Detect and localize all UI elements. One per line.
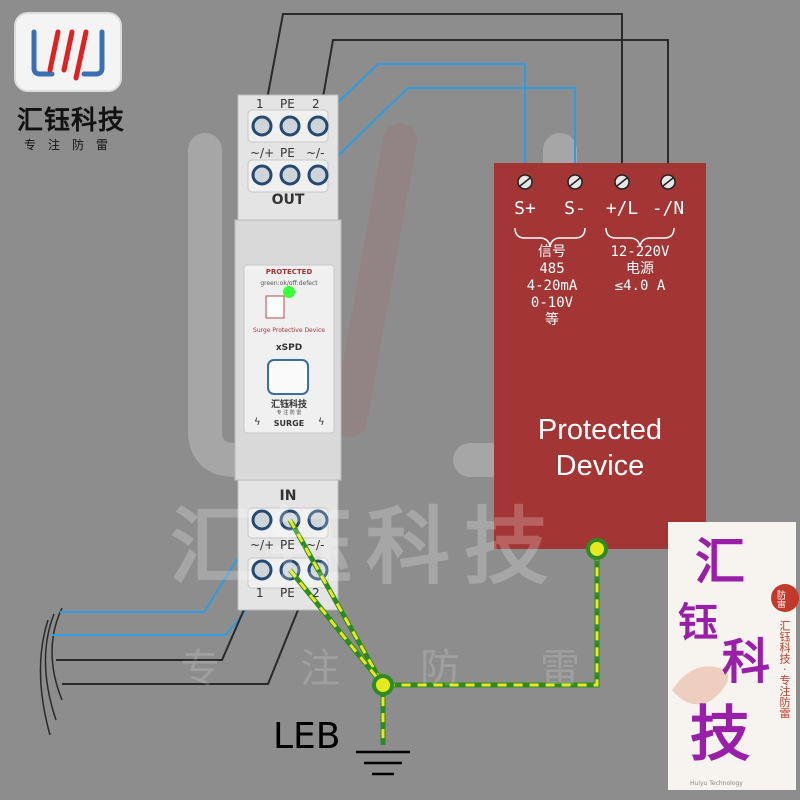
status-led <box>283 286 295 298</box>
screw-out-minus <box>307 164 329 186</box>
device-terminal-screws <box>517 174 676 190</box>
hy-logo-icon <box>31 29 105 81</box>
in-top-terminal-pe: PE <box>280 538 295 552</box>
watermark-title: 汇钰科技 <box>170 498 563 596</box>
panel-surge: SURGE <box>273 419 305 428</box>
input-cable-bundle <box>39 607 63 736</box>
in-bottom-terminal-2: 2 <box>312 586 320 600</box>
screw-out-1 <box>251 115 273 137</box>
device-title-line2: Device <box>555 450 645 482</box>
calligraphy-char-3: 科 <box>722 634 771 690</box>
device-terminal-l: +/L <box>605 198 639 219</box>
screw-in-minus <box>307 509 329 531</box>
out-top-terminal-pe: PE <box>280 97 295 111</box>
in-bottom-terminal-pe: PE <box>280 586 295 600</box>
calligraphy-char-4: 技 <box>690 700 750 770</box>
out-top-terminal-2: 2 <box>312 97 320 111</box>
watermark-subtitle: 专注防雷 <box>180 646 660 692</box>
device-title-line1: Protected <box>537 414 663 446</box>
protected-device-box <box>494 163 706 549</box>
panel-brand-title: 汇钰科技 <box>270 400 307 410</box>
calligraphy-char-1: 汇 <box>695 533 745 591</box>
in-label: IN <box>279 488 297 504</box>
ground-label: LEB <box>273 716 341 757</box>
screw-in-plus <box>251 509 273 531</box>
stamp-panel <box>668 522 796 790</box>
brand-title: 汇钰科技 <box>16 106 125 136</box>
power-group-voltage: 12-220V <box>610 244 670 260</box>
out-bottom-terminal-plus: ~/+ <box>250 146 275 160</box>
panel-protected: PROTECTED <box>265 268 313 276</box>
power-group-current: ≤4.0 A <box>614 278 666 294</box>
in-top-terminal-plus: ~/+ <box>250 538 275 552</box>
panel-status-legend: green:ok/off:defect <box>260 280 318 287</box>
lightning-icon-left: ϟ <box>254 417 261 428</box>
in-bottom-terminal-1: 1 <box>256 586 264 600</box>
in-top-terminal-minus: ~/- <box>306 538 325 552</box>
screw-in-1 <box>251 559 273 581</box>
signal-group-title: 信号 <box>538 244 566 260</box>
stamp-vertical-text: 汇钰科技 · 专注防雷 <box>778 620 791 719</box>
out-top-terminal-1: 1 <box>256 97 264 111</box>
panel-model: xSPD <box>275 343 303 353</box>
seal-text: 防雷 <box>775 590 785 608</box>
signal-group-etc: 等 <box>545 312 559 328</box>
earth-ground-icon <box>356 750 410 776</box>
panel-device-name: Surge Protective Device <box>253 327 325 334</box>
ground-node-device <box>586 538 608 560</box>
lightning-icon-right: ϟ <box>318 417 325 428</box>
brand-subtitle: 专注防雷 <box>23 138 120 152</box>
screw-out-pe2 <box>279 164 301 186</box>
cloud-decoration-icon <box>672 666 729 705</box>
screw-out-pe <box>279 115 301 137</box>
terminal-group-braces <box>514 227 675 247</box>
brand-logo <box>14 12 122 92</box>
out-bottom-terminal-minus: ~/- <box>306 146 325 160</box>
screw-out-2 <box>307 115 329 137</box>
device-title: Protected Device <box>494 412 706 484</box>
signal-group: 信号 485 4-20mA 0-10V 等 <box>512 244 592 329</box>
signal-group-0-10v: 0-10V <box>530 295 574 311</box>
power-group-title: 电源 <box>626 261 654 277</box>
panel-brand-sub: 专 注 防 雷 <box>276 410 302 416</box>
signal-group-4-20ma: 4-20mA <box>526 278 578 294</box>
device-terminal-s-minus: S- <box>564 198 586 219</box>
device-terminal-n: -/N <box>651 198 685 219</box>
signal-group-485: 485 <box>539 261 565 277</box>
out-label: OUT <box>271 192 305 208</box>
out-bottom-terminal-pe: PE <box>280 146 295 160</box>
screw-out-plus <box>251 164 273 186</box>
device-terminal-s-plus: S+ <box>514 198 536 219</box>
power-group: 12-220V 电源 ≤4.0 A <box>600 244 680 295</box>
ground-node-junction <box>372 674 394 696</box>
seal-circle <box>771 584 799 612</box>
stamp-footer: Huiyu Technology <box>690 780 743 787</box>
calligraphy-char-2: 钰 <box>678 600 718 646</box>
